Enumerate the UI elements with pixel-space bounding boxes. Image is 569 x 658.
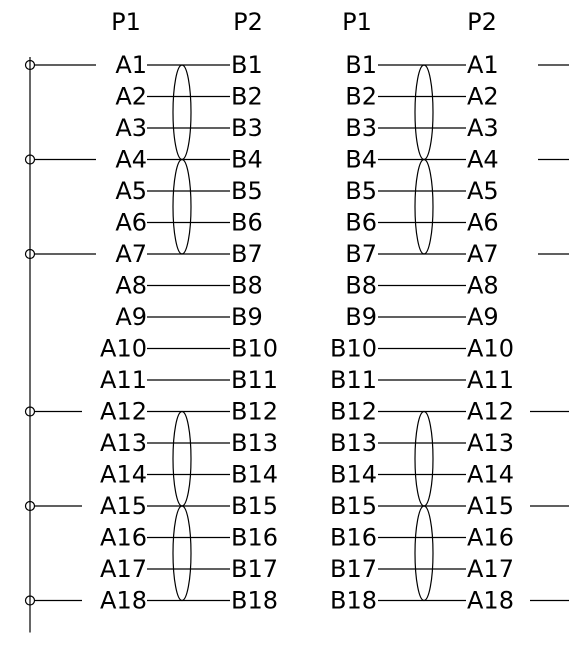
pin-label: B8 xyxy=(231,272,263,300)
pin-label: B1 xyxy=(345,51,377,79)
pin-label: A18 xyxy=(100,587,147,615)
twisted-pair-markers xyxy=(172,64,434,602)
pin-label: B11 xyxy=(231,366,278,394)
pin-label: A16 xyxy=(467,524,514,552)
twisted-pair-ellipse xyxy=(414,158,434,255)
pin-label: B6 xyxy=(345,209,377,237)
pin-label: B13 xyxy=(330,429,377,457)
pin-label: B2 xyxy=(231,83,263,111)
pin-label: A14 xyxy=(467,461,514,489)
pin-label: B18 xyxy=(330,587,377,615)
pin-label: A4 xyxy=(115,146,147,174)
pin-label: A15 xyxy=(467,492,514,520)
pin-label: B7 xyxy=(345,240,377,268)
pin-label: B7 xyxy=(231,240,263,268)
pin-label: A11 xyxy=(467,366,514,394)
pin-label: A7 xyxy=(115,240,147,268)
pin-label: A9 xyxy=(467,303,499,331)
pin-label: B9 xyxy=(231,303,263,331)
pin-label: B9 xyxy=(345,303,377,331)
pin-label: B3 xyxy=(231,114,263,142)
pin-label: A9 xyxy=(115,303,147,331)
twisted-pair-ellipse xyxy=(172,64,192,161)
pin-label: A7 xyxy=(467,240,499,268)
pin-label: A2 xyxy=(115,83,147,111)
pin-label: A13 xyxy=(467,429,514,457)
pin-label: A11 xyxy=(100,366,147,394)
pin-label: B17 xyxy=(330,555,377,583)
pin-label: A4 xyxy=(467,146,499,174)
twisted-pair-ellipse xyxy=(414,505,434,602)
pin-label: A16 xyxy=(100,524,147,552)
pin-label: B3 xyxy=(345,114,377,142)
twisted-pair-ellipse xyxy=(172,505,192,602)
pin-label: A3 xyxy=(115,114,147,142)
pin-label: A17 xyxy=(467,555,514,583)
pin-label: B10 xyxy=(330,335,377,363)
pin-label: A10 xyxy=(467,335,514,363)
twisted-pair-ellipse xyxy=(172,158,192,255)
pin-label: A1 xyxy=(467,51,499,79)
pin-label: B14 xyxy=(330,461,377,489)
pin-label: B4 xyxy=(345,146,377,174)
twisted-pair-ellipse xyxy=(172,410,192,507)
pin-label: B16 xyxy=(231,524,278,552)
header-p1-left: P1 xyxy=(111,8,141,36)
pin-label: A15 xyxy=(100,492,147,520)
pin-label: B1 xyxy=(231,51,263,79)
pin-label: B8 xyxy=(345,272,377,300)
pin-label: A1 xyxy=(115,51,147,79)
pin-label: A13 xyxy=(100,429,147,457)
pin-label: B17 xyxy=(231,555,278,583)
twisted-pair-ellipse xyxy=(414,410,434,507)
pin-label: B15 xyxy=(330,492,377,520)
pin-label: B4 xyxy=(231,146,263,174)
pin-label: B5 xyxy=(231,177,263,205)
pin-label: A5 xyxy=(115,177,147,205)
pin-label: B12 xyxy=(330,398,377,426)
pin-label: A10 xyxy=(100,335,147,363)
pin-label: A17 xyxy=(100,555,147,583)
pin-label: B14 xyxy=(231,461,278,489)
pin-label: A14 xyxy=(100,461,147,489)
pin-label: B13 xyxy=(231,429,278,457)
pin-label: A18 xyxy=(467,587,514,615)
pin-label: B5 xyxy=(345,177,377,205)
pin-label: A8 xyxy=(115,272,147,300)
wire-lines xyxy=(24,57,569,633)
pin-label: B2 xyxy=(345,83,377,111)
pin-label: A3 xyxy=(467,114,499,142)
twisted-pair-ellipse xyxy=(414,64,434,161)
pin-label: B16 xyxy=(330,524,377,552)
pin-label: B11 xyxy=(330,366,377,394)
pin-label: B12 xyxy=(231,398,278,426)
pin-label: A2 xyxy=(467,83,499,111)
pin-label: A6 xyxy=(467,209,499,237)
pin-label: A12 xyxy=(100,398,147,426)
pin-label: B6 xyxy=(231,209,263,237)
header-p2-left: P2 xyxy=(233,8,263,36)
header-p2-right: P2 xyxy=(467,8,497,36)
pin-label: A5 xyxy=(467,177,499,205)
pin-label: B15 xyxy=(231,492,278,520)
header-p1-right: P1 xyxy=(342,8,372,36)
pin-label: B10 xyxy=(231,335,278,363)
pin-label: A12 xyxy=(467,398,514,426)
pin-label: A8 xyxy=(467,272,499,300)
pin-label: A6 xyxy=(115,209,147,237)
pin-label: B18 xyxy=(231,587,278,615)
